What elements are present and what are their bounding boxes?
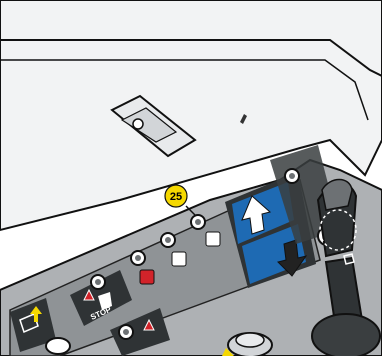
toggle-icon-2	[140, 270, 154, 284]
toggle-button-2-center	[135, 255, 141, 261]
platform-icon	[206, 232, 220, 246]
callout-number: 25	[170, 191, 182, 203]
callout-marker: 25	[165, 185, 196, 216]
toggle-button-1-center	[165, 237, 171, 243]
platform-control-button-center	[195, 219, 201, 225]
toggle-icon-1	[172, 252, 186, 266]
engine-indicator-button-center	[289, 173, 295, 179]
